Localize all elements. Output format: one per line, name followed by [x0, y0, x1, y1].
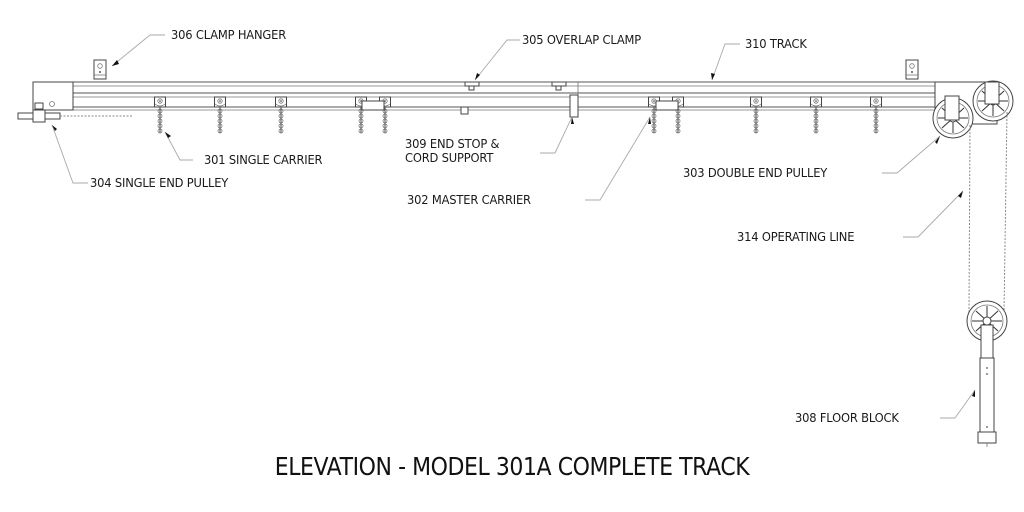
end-stop-cord-support: [460, 94, 579, 118]
leader-lines: [51, 34, 976, 419]
master-carriers: [361, 96, 685, 134]
callout-end-stop-line1: 309 END STOP &: [405, 136, 500, 151]
single-end-pulley: [17, 81, 133, 123]
double-end-pulley: [932, 80, 1014, 139]
drawing-title: ELEVATION - MODEL 301A COMPLETE TRACK: [274, 452, 750, 481]
overlap-clamp: [464, 81, 567, 91]
callout-double-end-pulley: 303 DOUBLE END PULLEY: [683, 165, 828, 180]
callout-single-carrier: 301 SINGLE CARRIER: [204, 152, 323, 167]
operating-line: [968, 111, 1008, 313]
track-rail: [72, 81, 935, 111]
callout-clamp-hanger: 306 CLAMP HANGER: [171, 27, 287, 42]
callout-track: 310 TRACK: [745, 36, 807, 51]
single-carriers: [153, 96, 883, 134]
clamp-hanger-left: [93, 59, 107, 80]
callout-floor-block: 308 FLOOR BLOCK: [795, 410, 899, 425]
callout-single-end-pulley: 304 SINGLE END PULLEY: [90, 175, 229, 190]
clamp-hanger-right: [905, 59, 919, 80]
callout-overlap-clamp: 305 OVERLAP CLAMP: [522, 32, 642, 47]
callout-operating-line: 314 OPERATING LINE: [737, 229, 855, 244]
floor-block: [966, 300, 1008, 447]
callout-master-carrier: 302 MASTER CARRIER: [407, 192, 531, 207]
callout-end-stop-line2: CORD SUPPORT: [405, 150, 494, 165]
